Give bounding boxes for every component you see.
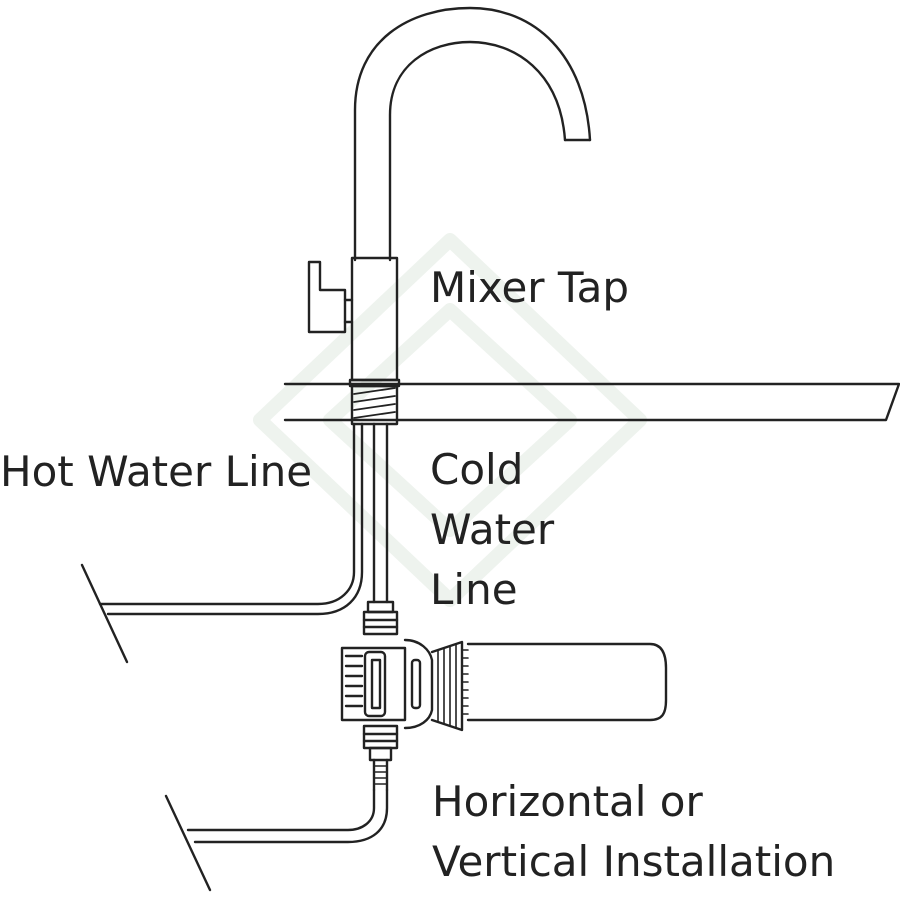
cold-label-line-2: Water [430,505,555,554]
hot-water-line-label: Hot Water Line [0,447,313,496]
inlet-nut [366,600,395,614]
filter-head [340,638,434,730]
benchtop [283,382,900,422]
hot-wall-line [80,563,129,664]
shank-thread [353,387,396,419]
filter-ribbed-cap [430,640,464,732]
hot-water-pipe-inner [98,422,356,606]
filter-cartridge [466,642,668,722]
outlet-pipe [193,788,389,844]
outlet-wall-line [164,794,212,892]
cold-label-line-3: Line [430,565,518,614]
installation-label-line-2: Vertical Installation [432,837,836,886]
outlet-pipe-inner [186,788,376,832]
cold-water-line-label: Cold Water Line [430,440,554,620]
outlet-nut [362,724,399,750]
installation-label: Horizontal or Vertical Installation [432,772,835,892]
hot-water-pipe [106,422,364,616]
tap-spout-inner [388,40,567,262]
tap-spout [353,6,592,262]
mixer-tap-label: Mixer Tap [430,263,630,312]
installation-label-line-1: Horizontal or [432,777,703,826]
tap-lever-handle [307,260,347,334]
cold-label-line-1: Cold [430,445,524,494]
cold-water-pipe [372,422,389,604]
